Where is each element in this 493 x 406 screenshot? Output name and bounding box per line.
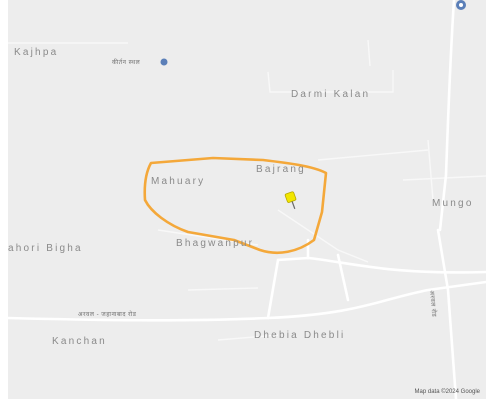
place-label-bhagwanpur: Bhagwanpur <box>176 238 255 249</box>
place-label-ahori-bigha: ahori Bigha <box>8 243 83 254</box>
place-label-mahuary: Mahuary <box>151 176 206 187</box>
road-label-left: अरवल - जहानाबाद रोड <box>78 312 137 318</box>
map-attribution: Map data ©2024 Google <box>414 389 480 395</box>
map-canvas[interactable]: Kajhpa Darmi Kalan Mahuary Bajrang Mungo… <box>8 0 486 399</box>
poi-label-top: कीर्तन स्थल <box>112 60 141 66</box>
area-boundary[interactable] <box>143 156 328 254</box>
place-label-kanchan: Kanchan <box>52 336 107 347</box>
location-marker-icon[interactable] <box>456 0 466 10</box>
place-label-dhebia-dhebli: Dhebia Dhebli <box>254 330 346 341</box>
map-pin-icon[interactable] <box>284 191 299 210</box>
main-roads <box>8 0 486 399</box>
minor-roads <box>8 39 486 341</box>
poi-marker-icon[interactable] <box>160 58 168 66</box>
map-roads-layer <box>8 0 486 399</box>
place-label-kajhpa: Kajhpa <box>14 47 59 58</box>
place-label-bajrang: Bajrang <box>256 164 306 175</box>
place-label-darmi-kalan: Darmi Kalan <box>291 89 371 100</box>
place-label-mungo: Mungo <box>432 198 474 209</box>
